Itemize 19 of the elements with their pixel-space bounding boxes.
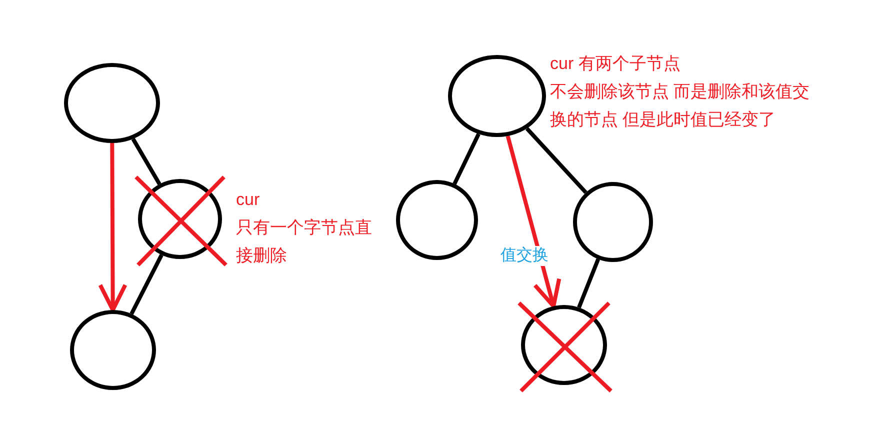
annotation-text: cur 有两个子节点: [550, 53, 682, 75]
circle-node: [396, 180, 478, 260]
annotation-text: 不会删除该节点 而是删除和该值交换的节点 但是此时值已经变了: [550, 81, 811, 131]
circle-node: [573, 182, 653, 262]
annotation-text: 只有一个字节点直接删除: [236, 217, 373, 267]
circle-node: [70, 310, 156, 390]
circle-node: [448, 55, 546, 137]
circle-node: [521, 305, 607, 385]
connector-line: [577, 258, 600, 308]
annotation-text: cur: [236, 189, 261, 211]
circle-node: [138, 179, 222, 259]
connector-line: [525, 127, 588, 194]
connector-line: [452, 133, 480, 185]
arrow: [98, 142, 128, 312]
connector-line: [130, 254, 164, 315]
circle-node: [64, 63, 160, 143]
edge-label: 值交换: [500, 246, 548, 266]
connector-line: [131, 138, 162, 186]
arrow: [506, 135, 562, 308]
